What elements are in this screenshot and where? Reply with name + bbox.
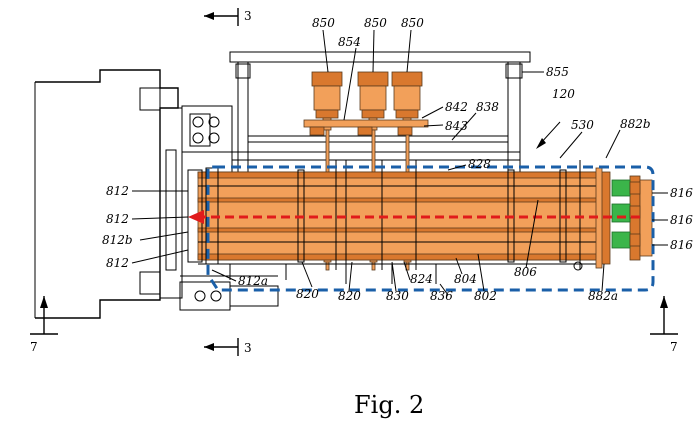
section-label-left: 7 — [30, 340, 38, 354]
label-816-3: 816 — [670, 238, 693, 252]
label-842: 842 — [445, 100, 468, 114]
label-802: 802 — [474, 289, 497, 303]
label-850-1: 850 — [312, 16, 335, 30]
label-812-2: 812 — [106, 212, 129, 226]
label-120: 120 — [552, 87, 575, 101]
label-804: 804 — [454, 272, 477, 286]
label-806: 806 — [514, 265, 537, 279]
label-812-3: 812 — [106, 256, 129, 270]
label-830: 830 — [386, 289, 409, 303]
mounting-plate — [304, 120, 428, 135]
label-843: 843 — [445, 119, 468, 133]
label-530: 530 — [571, 118, 594, 132]
label-838: 838 — [476, 100, 499, 114]
label-855: 855 — [546, 65, 569, 79]
label-882a: 882a — [588, 289, 618, 303]
label-850-3: 850 — [401, 16, 424, 30]
label-850-2: 850 — [364, 16, 387, 30]
label-812a: 812a — [238, 274, 268, 288]
section-label-bottom: 3 — [244, 341, 252, 355]
cylinder-assembly — [188, 160, 602, 284]
label-812-1: 812 — [106, 184, 129, 198]
label-836: 836 — [430, 289, 453, 303]
section-label-top: 3 — [244, 9, 252, 23]
label-816-1: 816 — [670, 186, 693, 200]
label-882b: 882b — [620, 117, 651, 131]
label-820-1: 820 — [296, 287, 319, 301]
label-828: 828 — [468, 157, 491, 171]
label-812b: 812b — [102, 233, 133, 247]
grippers — [612, 180, 640, 248]
label-820-2: 820 — [338, 289, 361, 303]
label-854: 854 — [338, 35, 361, 49]
ref-120-arrow — [536, 122, 560, 149]
section-label-right: 7 — [670, 340, 678, 354]
label-816-2: 816 — [670, 213, 693, 227]
label-824: 824 — [410, 272, 433, 286]
figure-caption: Fig. 2 — [354, 391, 424, 419]
